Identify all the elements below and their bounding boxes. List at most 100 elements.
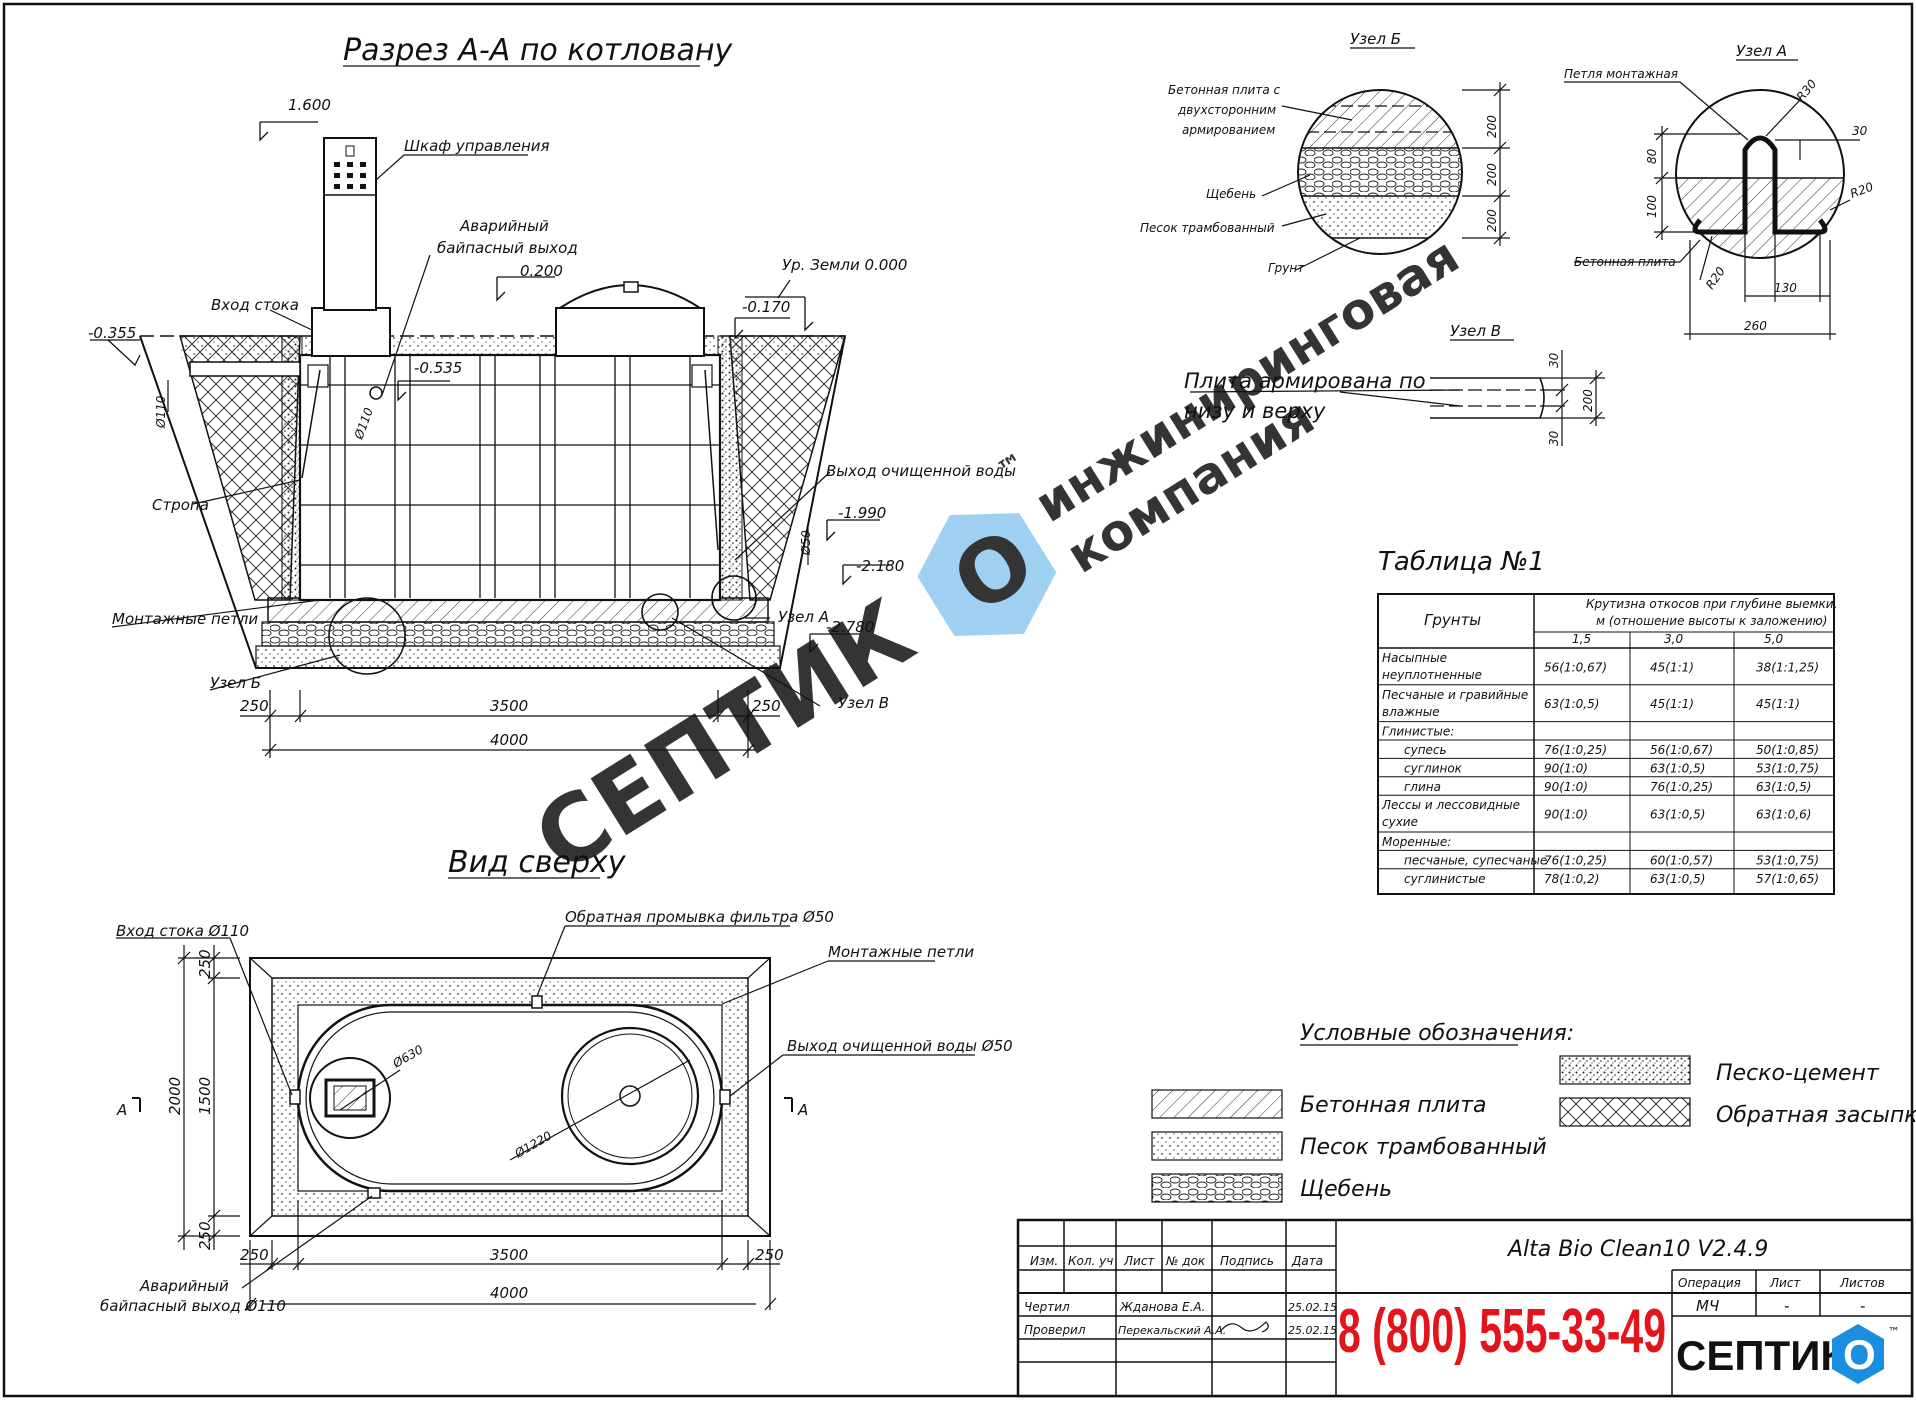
title-block: Изм. Кол. уч Лист № док Подпись Дата Чер…	[1016, 1218, 1914, 1398]
label-emergency-bypass-2: байпасный выход	[437, 239, 578, 257]
node-b-dim-1: 200	[1485, 115, 1499, 138]
tb-head-sign: Подпись	[1220, 1254, 1274, 1268]
top-view-leaders	[116, 925, 975, 1289]
node-a-d130: 130	[1774, 281, 1797, 295]
table-body: Насыпныенеуплотненные56(1:0,67)45(1:1)38…	[1381, 651, 1819, 886]
node-a-leaders	[1564, 81, 1860, 340]
tb-drawn-label: Чертил	[1024, 1300, 1070, 1314]
table-cell: 38(1:1,25)	[1756, 660, 1819, 674]
label-sling: Стропа	[152, 496, 209, 514]
table-row-name: Песчаные и гравийные	[1382, 688, 1528, 702]
dim-250-left: 250	[240, 697, 269, 715]
tb-sheets-label: Листов	[1839, 1276, 1885, 1290]
mounting-loop-shape	[1692, 135, 1828, 235]
table-cell: 63(1:0,5)	[1650, 808, 1705, 822]
table-title: Таблица №1	[1378, 547, 1545, 577]
tv-dim-v250a: 250	[196, 949, 214, 978]
table-head-slope-2: м (отношение высоты к заложению)	[1596, 614, 1827, 628]
legend-backfill: Обратная засыпка	[1716, 1103, 1916, 1128]
section-mark-a-left: А	[116, 1101, 127, 1119]
pit-outer-top	[249, 957, 771, 1237]
small-hatch-frame	[324, 1078, 376, 1118]
node-a-r20a: R20	[1848, 179, 1875, 200]
table-cell: 63(1:0,5)	[1650, 762, 1705, 776]
table-depth-2: 3,0	[1664, 632, 1683, 646]
tv-horizontal-dimensions	[240, 1200, 780, 1311]
section-marks	[132, 1097, 793, 1112]
cabinet-switches	[334, 145, 366, 189]
tv-dim-h3500: 3500	[490, 1246, 528, 1264]
tb-head-list: Лист	[1123, 1254, 1155, 1268]
table-row-name: Лессы и лессовидные	[1381, 798, 1520, 812]
table-cell: 76(1:0,25)	[1544, 854, 1607, 868]
table-cell: 63(1:0,6)	[1756, 808, 1811, 822]
legend-title: Условные обозначения:	[1300, 1021, 1574, 1046]
label-control-cabinet: Шкаф управления	[404, 137, 550, 155]
tv-label-backwash: Обратная промывка фильтра Ø50	[565, 908, 834, 926]
table-row-name: Моренные:	[1382, 835, 1451, 849]
level-m0355: -0.355	[88, 324, 136, 342]
tb-drawn-name: Жданова Е.А.	[1119, 1300, 1205, 1314]
tv-dim-h250b: 250	[755, 1246, 784, 1264]
label-d50: Ø50	[799, 530, 813, 556]
tv-label-bypass-1: Аварийный	[139, 1277, 229, 1295]
label-node-v: Узел В	[838, 694, 889, 712]
node-v-d30b: 30	[1547, 430, 1561, 446]
dim-4000: 4000	[490, 731, 528, 749]
node-a-detail: Узел А Петля монтажная Бетонная плита	[1564, 42, 1876, 340]
tank-neck-right	[555, 307, 705, 357]
tv-dim-v2000: 2000	[166, 1077, 184, 1115]
node-v-d30a: 30	[1547, 352, 1561, 368]
table-grid	[1378, 594, 1834, 894]
table-cell: 78(1:0,2)	[1544, 872, 1599, 886]
section-dimensions	[240, 690, 780, 758]
tv-vertical-dimensions	[177, 945, 240, 1250]
tb-checked-label: Проверил	[1024, 1323, 1086, 1337]
watermark-hexagon-icon	[917, 513, 1057, 637]
table-row-name: Глинистые:	[1382, 725, 1454, 739]
label-d110: Ø110	[154, 395, 168, 429]
node-b-slab-1: Бетонная плита с	[1168, 83, 1280, 97]
node-v-marker	[641, 593, 679, 631]
tb-op-label: Операция	[1678, 1276, 1741, 1290]
table-depth-1: 1,5	[1572, 632, 1591, 646]
node-a-slab-label: Бетонная плита	[1574, 255, 1676, 269]
tank-ribs	[300, 355, 720, 598]
node-v-leaders	[1189, 350, 1605, 446]
table-cell: 56(1:0,67)	[1544, 660, 1607, 674]
table-row-name: Насыпные	[1382, 651, 1447, 665]
node-v-d200: 200	[1581, 389, 1595, 412]
tb-sheet-label: Лист	[1769, 1276, 1801, 1290]
tb-op-value: МЧ	[1696, 1297, 1719, 1315]
legend-swatch-backfill	[1559, 1097, 1691, 1127]
title-block-grid	[1018, 1220, 1912, 1396]
level-m2180: -2.180	[856, 557, 904, 575]
tb-sheets-value: -	[1860, 1297, 1865, 1315]
node-a-d80: 80	[1645, 148, 1659, 164]
label-outlet: Выход очищенной воды	[826, 462, 1016, 480]
table-cell: 63(1:0,5)	[1756, 780, 1811, 794]
table-cell: 45(1:1)	[1650, 660, 1694, 674]
level-marks	[90, 121, 890, 654]
legend-concrete: Бетонная плита	[1300, 1093, 1486, 1118]
label-node-b: Узел Б	[210, 674, 261, 692]
tv-label-mounting-loops: Монтажные петли	[828, 943, 974, 961]
table-head-soils: Грунты	[1424, 611, 1481, 629]
tb-head-date: Дата	[1291, 1254, 1323, 1268]
section-aa: Разрез А-А по котловану	[88, 33, 1016, 758]
node-a-d30: 30	[1852, 124, 1868, 138]
node-b-slab-2: двухсторонним	[1177, 103, 1276, 117]
node-b-slab-3: армированием	[1182, 123, 1275, 137]
tb-logo-o: О	[1843, 1331, 1876, 1378]
legend-swatch-gravel	[1151, 1173, 1283, 1203]
slope-table: Таблица №1 Грунты Крутизна откосов при г…	[1377, 547, 1837, 895]
tb-logo-hexagon-icon	[1832, 1324, 1884, 1384]
table-frame	[1377, 593, 1835, 895]
tb-logo-tm: ™	[1888, 1325, 1900, 1339]
tv-dim-v250b: 250	[196, 1221, 214, 1250]
tb-sheet-value: -	[1784, 1297, 1789, 1315]
tb-checked-name: Перекальский А.А.	[1118, 1324, 1226, 1337]
tb-head-ndoc: № док	[1165, 1254, 1206, 1268]
